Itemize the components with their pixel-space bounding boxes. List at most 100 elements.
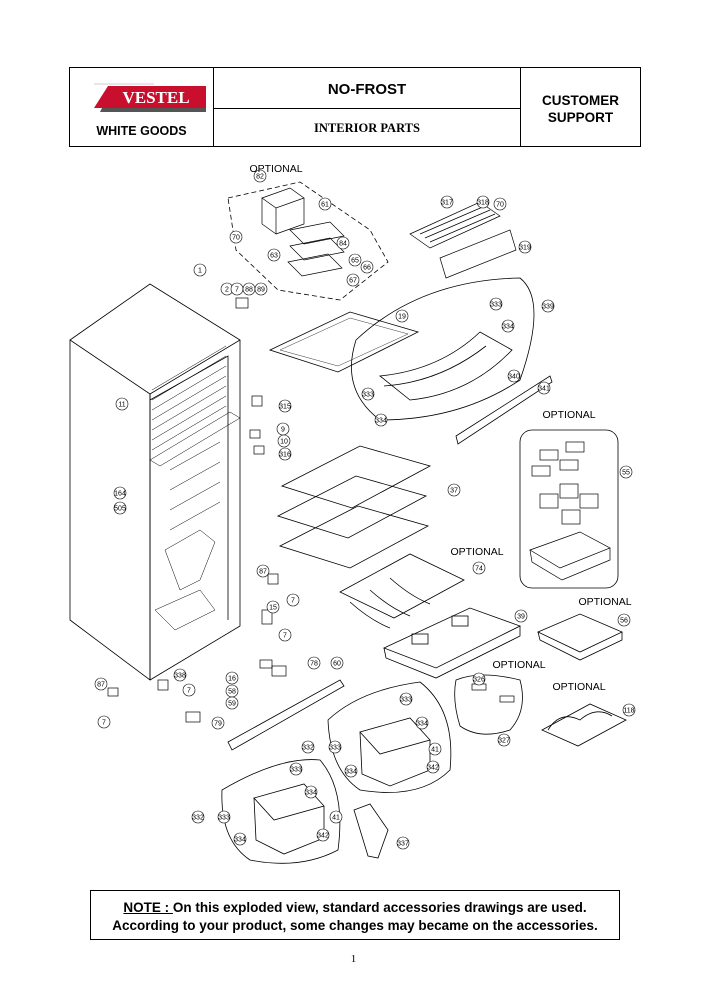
part-callout-7: 7 [278,628,292,642]
part-callout-70: 70 [229,230,243,244]
part-number: 55 [622,469,630,476]
part-callout-334: 334 [233,832,247,846]
crisper-group-outline [351,277,535,421]
part-callout-332: 332 [191,810,205,824]
section-title: INTERIOR PARTS [314,121,420,135]
part-callout-58: 58 [225,684,239,698]
part-callout-63: 63 [267,248,281,262]
part-callout-164: 164 [113,486,127,500]
tray-56 [537,613,623,661]
title-block: VESTEL WHITE GOODS NO-FROST INTERIOR PAR… [69,67,641,147]
part-number: 317 [441,199,453,206]
note-line1: On this exploded view, standard accessor… [172,900,587,915]
egg-trays-55 [529,441,611,581]
part-number: 164 [114,490,126,497]
part-callout-319: 319 [518,240,532,254]
part-callout-316: 316 [278,447,292,461]
part-callout-1: 1 [193,263,207,277]
part-number: 59 [228,700,236,707]
page-number: 1 [350,953,357,965]
part-number: 61 [321,201,329,208]
support-label: CUSTOMER SUPPORT [541,93,619,125]
part-callout-333: 333 [328,740,342,754]
part-number: 333 [400,696,412,703]
part-callout-334: 334 [374,413,388,427]
part-number: 67 [349,277,357,284]
part-number: 16 [228,675,236,682]
part-callout-9: 9 [276,422,290,436]
part-callout-88: 88 [242,282,256,296]
part-number: 333 [490,301,502,308]
part-number: 118 [623,707,634,714]
part-callout-333: 333 [289,762,303,776]
part-number: 41 [332,814,340,821]
drawer-group-outline-1 [327,681,452,793]
part-callout-41: 41 [329,810,343,824]
part-callout-118: 118 [622,703,636,717]
part-number: 70 [232,234,240,241]
part-number: 334 [416,720,428,727]
part-number: 333 [290,766,302,773]
part-callout-334: 334 [344,764,358,778]
part-number: 7 [291,597,295,604]
part-callout-55: 55 [619,465,633,479]
part-number: 39 [517,613,525,620]
part-number: 7 [102,719,106,726]
part-callout-56: 56 [617,613,631,627]
handle-337 [353,803,389,859]
part-number: 332 [302,744,314,751]
part-callout-82: 82 [253,169,267,183]
part-callout-333: 333 [361,387,375,401]
part-number: 60 [333,660,341,667]
small-parts [107,297,515,723]
part-number: 87 [259,568,267,575]
optional-labels: OPTIONALOPTIONALOPTIONALOPTIONALOPTIONAL… [249,163,631,693]
crisper-drawer [378,331,513,401]
part-callout-74: 74 [472,561,486,575]
part-number: 1 [198,267,202,274]
part-number: 10 [280,438,288,445]
part-number: 342 [317,832,329,839]
part-callout-333: 333 [399,692,413,706]
part-callout-342: 342 [316,828,330,842]
part-callout-65: 65 [348,253,362,267]
vestel-logo: VESTEL [94,83,206,112]
part-callout-41: 41 [428,742,442,756]
part-number: 334 [234,836,246,843]
part-callout-326: 326 [472,672,486,686]
part-callout-7: 7 [182,683,196,697]
part-number: 15 [269,604,277,611]
part-number: 315 [279,403,291,410]
part-number: 7 [283,632,287,639]
part-number: 318 [477,199,489,206]
bottle-rack-74 [339,553,465,629]
basket-118 [541,703,627,747]
part-number: 9 [281,426,285,433]
part-number: 337 [397,840,409,847]
drawer-lower [253,783,325,855]
part-number: 84 [339,240,347,247]
part-number: 334 [305,789,317,796]
part-number: 341 [538,385,550,392]
crisper-cover-39 [382,607,522,679]
part-number: 342 [427,764,439,771]
part-number: 58 [228,688,236,695]
part-number: 11 [118,401,125,408]
part-number: 505 [114,505,126,512]
part-callout-70: 70 [493,197,507,211]
part-callout-89: 89 [254,282,268,296]
optional-label: OPTIONAL [249,163,302,175]
disclaimer-note: NOTE : On this exploded view, standard a… [90,890,620,940]
part-callout-19: 19 [395,309,409,323]
optional-label: OPTIONAL [492,659,545,671]
optional-label: OPTIONAL [542,409,595,421]
optional-55-outline [519,429,619,589]
support-cell: CUSTOMER SUPPORT [521,68,640,146]
part-number: 332 [192,814,204,821]
glass-shelves [276,445,432,569]
part-number: 82 [256,173,264,180]
part-number: 56 [620,617,628,624]
optional-label: OPTIONAL [578,596,631,608]
part-callout-87: 87 [94,677,108,691]
